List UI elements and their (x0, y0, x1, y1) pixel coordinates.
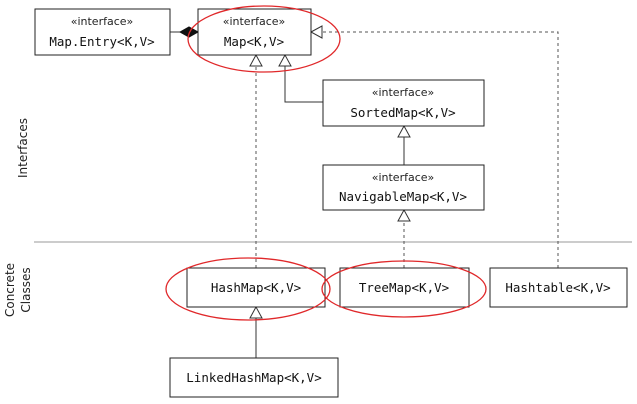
map-arrowhead-sorted (278, 53, 292, 67)
hashtable-to-map-line (322, 31, 559, 268)
sortedmap-stereotype: «interface» (372, 86, 435, 99)
linkedhashmap-name: LinkedHashMap<K,V> (186, 370, 321, 385)
map-interface-box: «interface» Map<K,V> (197, 8, 312, 56)
map-entry-interface-box: «interface» Map.Entry<K,V> (34, 8, 171, 56)
navigablemap-name: NavigableMap<K,V> (339, 189, 467, 204)
hashtable-name: Hashtable<K,V> (505, 280, 610, 295)
map-name: Map<K,V> (224, 34, 284, 49)
sortedmap-arrowhead (397, 124, 411, 138)
map-entry-stereotype: «interface» (71, 15, 134, 28)
hashmap-highlight-ellipse (165, 257, 331, 321)
linkedhashmap-class-box: LinkedHashMap<K,V> (169, 357, 339, 398)
sortedmap-name: SortedMap<K,V> (350, 105, 455, 120)
sortedmap-interface-box: «interface» SortedMap<K,V> (322, 79, 485, 127)
concrete-section-label-line1: Concrete (3, 263, 17, 317)
concrete-section-label-line2: Classes (19, 267, 33, 312)
navigablemap-arrowhead (397, 208, 411, 222)
hashmap-name: HashMap<K,V> (211, 280, 301, 295)
map-stereotype: «interface» (223, 15, 286, 28)
treemap-highlight-ellipse (321, 260, 487, 318)
interfaces-section-label: Interfaces (16, 118, 30, 178)
hashmap-arrowhead (249, 305, 263, 319)
map-arrowhead-hashmap (249, 53, 263, 67)
map-highlight-ellipse (187, 5, 341, 73)
map-arrowhead-hashtable (309, 25, 323, 39)
hashmap-class-box: HashMap<K,V> (186, 267, 326, 308)
map-entry-name: Map.Entry<K,V> (49, 34, 154, 49)
navigablemap-interface-box: «interface» NavigableMap<K,V> (322, 164, 485, 211)
treemap-class-box: TreeMap<K,V> (339, 267, 470, 308)
sortedmap-to-map-line (284, 66, 323, 103)
navigablemap-stereotype: «interface» (372, 171, 435, 184)
treemap-name: TreeMap<K,V> (359, 280, 449, 295)
hashtable-class-box: Hashtable<K,V> (489, 267, 628, 308)
